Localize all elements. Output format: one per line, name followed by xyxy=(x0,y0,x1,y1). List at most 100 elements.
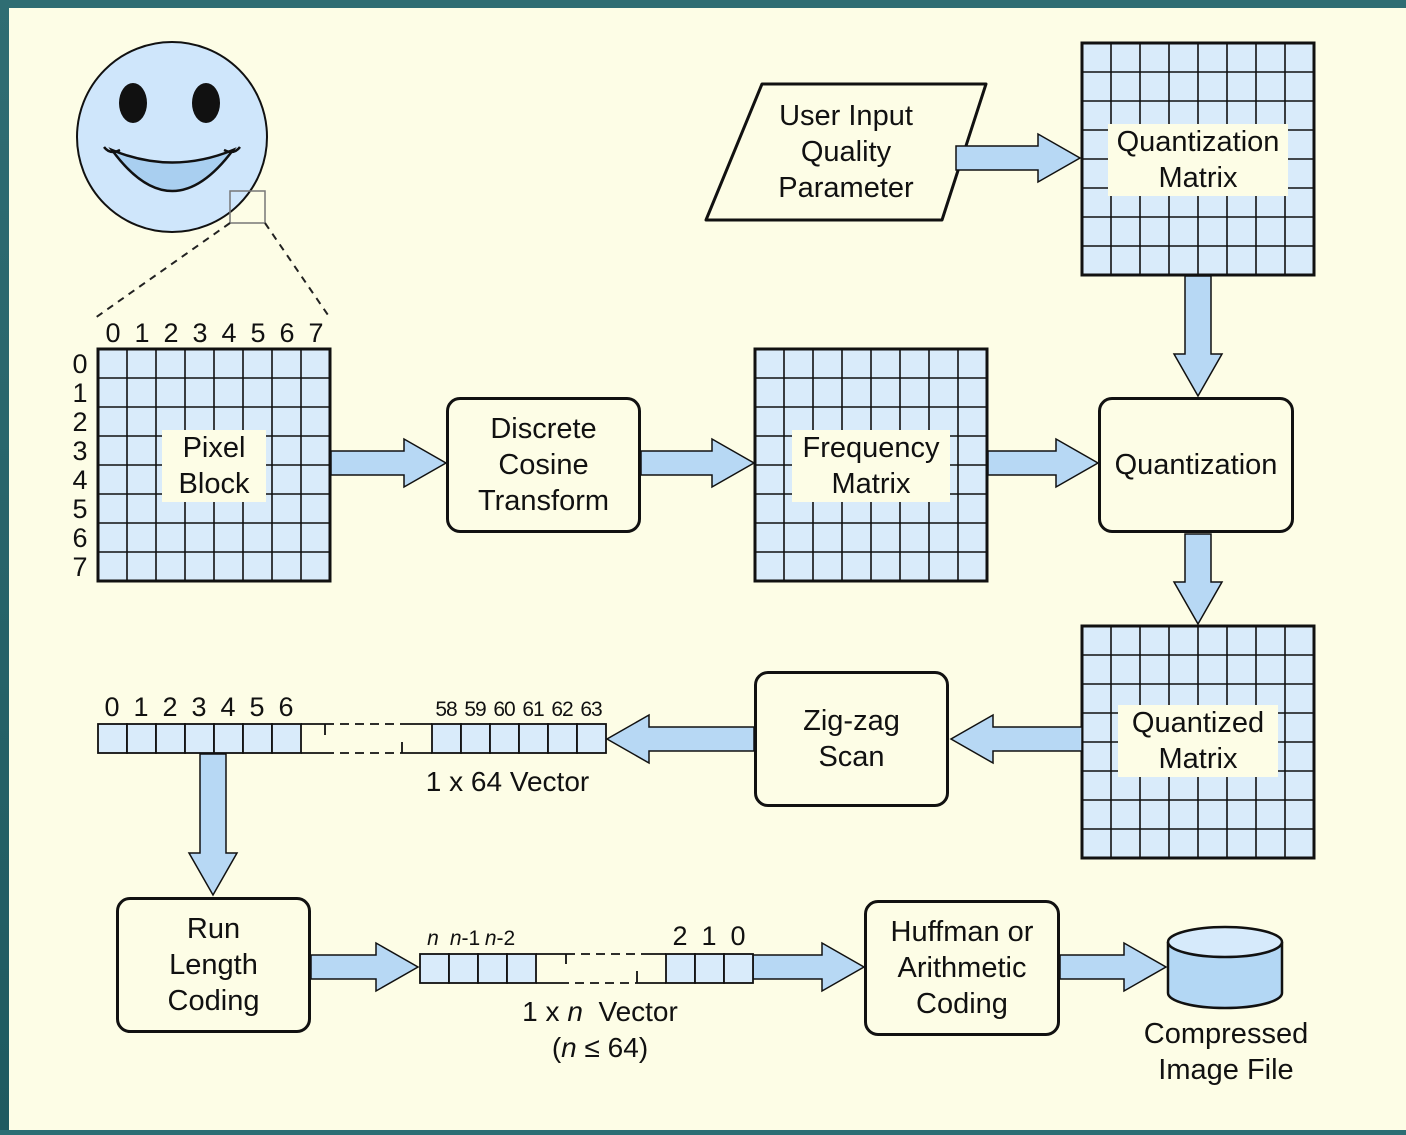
vector-n-index-var: n xyxy=(450,927,462,950)
vector-64-index: 6 xyxy=(278,692,293,722)
vector-64-cell xyxy=(213,723,244,754)
vector-64-caption: 1 x 64 Vector xyxy=(425,766,590,797)
dct-box: Discrete Cosine Transform xyxy=(446,397,641,533)
vector-64-cell xyxy=(155,723,186,754)
frequency-matrix-label-line2: Matrix xyxy=(831,468,911,500)
vector-n-cell xyxy=(665,953,696,984)
pixel-block-label-line2: Block xyxy=(178,468,250,500)
pixel-col-index: 7 xyxy=(308,318,323,348)
vector-64-index: 3 xyxy=(191,692,206,722)
rle-line3: Coding xyxy=(167,985,260,1017)
pixel-col-index: 3 xyxy=(192,318,207,348)
arrow-dct-to-frequency xyxy=(640,437,756,489)
vector-n-caption-suffix: Vector xyxy=(582,996,678,1027)
arrow-user-input-to-quantization-matrix xyxy=(955,132,1082,184)
vector-n-index: 1 xyxy=(701,921,716,951)
vector-64-cell xyxy=(489,723,520,754)
vector-64-index: 2 xyxy=(162,692,177,722)
zigzag-scan-box: Zig-zag Scan xyxy=(754,671,949,807)
smiley-face-icon xyxy=(76,41,268,233)
pixel-col-index: 5 xyxy=(250,318,265,348)
run-length-coding-box: Run Length Coding xyxy=(116,897,311,1033)
output-line2: Image File xyxy=(1158,1054,1294,1086)
flow-arrows xyxy=(187,132,1224,993)
dct-line2: Cosine xyxy=(498,449,589,481)
user-input-line3: Parameter xyxy=(778,172,914,204)
vector-64-cell xyxy=(242,723,273,754)
arrow-huffman-to-file xyxy=(1059,941,1168,993)
pixel-block-label-line1: Pixel xyxy=(182,432,246,464)
zigzag-line2: Scan xyxy=(818,741,885,773)
pixel-row-index: 6 xyxy=(72,523,87,553)
vector-n-cell xyxy=(506,953,537,984)
quantized-matrix-label: Quantized Matrix xyxy=(1118,705,1278,777)
vector-64-index: 0 xyxy=(104,692,119,722)
vector-n-cell xyxy=(419,953,450,984)
vector-n-index-offset: -2 xyxy=(497,927,516,950)
vector-64-cell xyxy=(576,723,607,754)
arrow-zigzag-to-vector xyxy=(605,713,755,765)
vector-n-constraint-rest: ≤ 64) xyxy=(576,1032,649,1063)
vector-n-index-var: n xyxy=(427,927,439,950)
vector-64-cell xyxy=(518,723,549,754)
arrow-vector-to-rle xyxy=(187,753,239,897)
compressed-image-file-label: Compressed Image File xyxy=(1130,1016,1322,1088)
vector-n-stub xyxy=(536,953,666,984)
zoom-line-left xyxy=(94,222,231,319)
vector-64-index: 59 xyxy=(464,698,486,721)
vector-64-dashed xyxy=(325,723,407,754)
vector-64-index: 60 xyxy=(493,698,515,721)
quantization-box: Quantization xyxy=(1098,397,1294,533)
vector-n-constraint-open: ( xyxy=(551,1032,562,1063)
huffman-coding-box: Huffman or Arithmetic Coding xyxy=(864,900,1060,1036)
vector-64-index: 63 xyxy=(580,698,602,721)
arrow-quantized-matrix-to-zigzag xyxy=(949,713,1083,765)
quantization-matrix-label-line1: Quantization xyxy=(1116,126,1280,158)
quantization-matrix-label: Quantization Matrix xyxy=(1108,124,1288,196)
pixel-row-index: 3 xyxy=(72,436,87,466)
user-input-line2: Quality xyxy=(800,136,892,168)
vector-n-index: 2 xyxy=(672,921,687,951)
pixel-row-index: 5 xyxy=(72,494,87,524)
pixel-col-index: 1 xyxy=(134,318,149,348)
huffman-line2: Arithmetic xyxy=(897,952,1027,984)
user-input-line1: User Input xyxy=(779,100,913,132)
frequency-matrix-label-line1: Frequency xyxy=(802,432,940,464)
vector-n-cell xyxy=(477,953,508,984)
user-input-label: User Input Quality Parameter xyxy=(746,98,946,206)
vector-64-index: 5 xyxy=(249,692,264,722)
pixel-col-index: 6 xyxy=(279,318,294,348)
vector-n-caption: 1 x n Vector xyxy=(480,995,720,1029)
vector-n-index: 0 xyxy=(730,921,745,951)
vector-n-cell xyxy=(448,953,479,984)
vector-64-stub-left xyxy=(301,723,325,754)
vector-n-constraint: (n ≤ 64) xyxy=(480,1031,720,1065)
rle-line2: Length xyxy=(169,949,258,981)
zigzag-line1: Zig-zag xyxy=(803,705,900,737)
vector-n-cell xyxy=(694,953,725,984)
database-cylinder-icon xyxy=(1166,925,1284,1010)
quantization-label: Quantization xyxy=(1114,449,1278,481)
huffman-line3: Coding xyxy=(916,988,1008,1020)
vector-n-caption-var: n xyxy=(567,996,583,1027)
vector-64-cell xyxy=(97,723,128,754)
vector-n-cell xyxy=(723,953,754,984)
vector-64-index: 61 xyxy=(522,698,544,721)
arrow-vector-n-to-huffman xyxy=(752,941,866,993)
pixel-row-index: 0 xyxy=(72,349,87,379)
output-line1: Compressed xyxy=(1143,1018,1309,1050)
vector-n-caption-prefix: 1 x xyxy=(522,996,568,1027)
vector-n-dashed xyxy=(560,953,642,984)
vector-n-index: n xyxy=(427,927,439,950)
vector-n-index-offset: -1 xyxy=(462,927,481,950)
quantization-matrix-label-line2: Matrix xyxy=(1158,162,1238,194)
vector-64-cell xyxy=(547,723,578,754)
vector-64-cell xyxy=(431,723,462,754)
frequency-matrix-label: Frequency Matrix xyxy=(792,430,950,502)
vector-64-cell xyxy=(184,723,215,754)
dct-line1: Discrete xyxy=(490,413,597,445)
vector-64-stub xyxy=(324,723,432,754)
